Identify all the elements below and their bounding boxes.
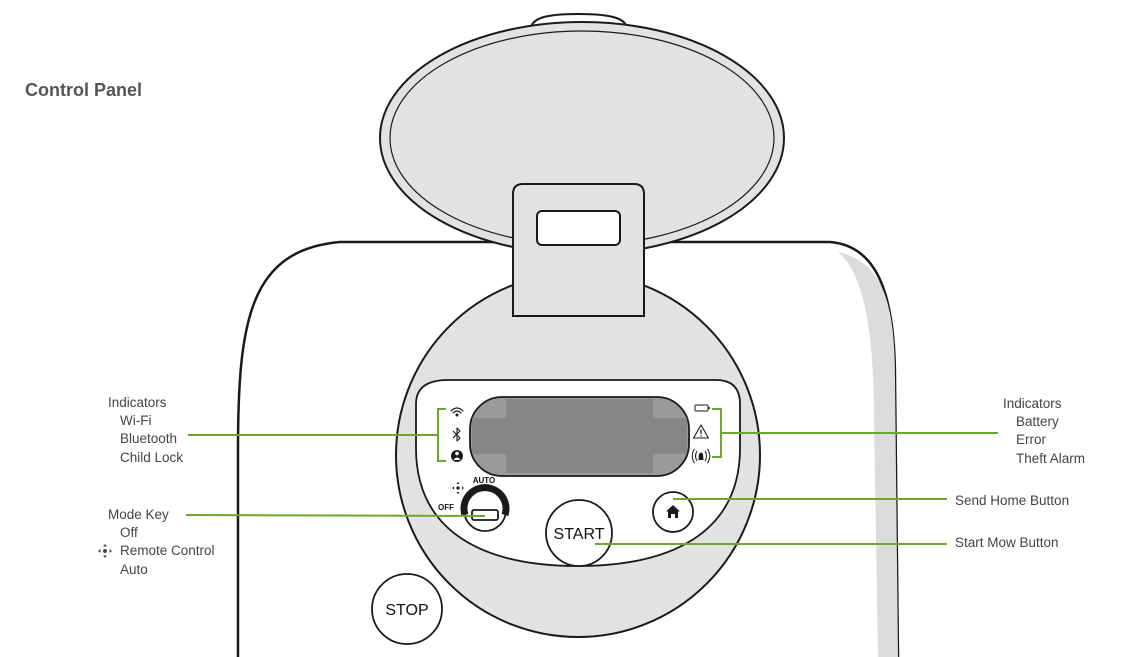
- lid-latch: [512, 183, 645, 317]
- remote-control-label-icon: [98, 544, 112, 558]
- theft-alarm-icon: [691, 448, 711, 464]
- error-icon: [692, 424, 710, 439]
- left-indicators-heading: Indicators: [108, 395, 167, 410]
- display-segments-mid: [472, 418, 687, 454]
- label-off: Off: [120, 525, 138, 540]
- remote-control-icon: [452, 482, 464, 494]
- bluetooth-icon: [452, 427, 461, 442]
- battery-icon: [694, 404, 710, 412]
- body-side-shading: [838, 252, 898, 657]
- page-title: Control Panel: [25, 80, 143, 100]
- dial-label-auto: AUTO: [473, 476, 496, 485]
- label-child-lock: Child Lock: [120, 450, 184, 465]
- start-button-label: START: [554, 526, 605, 543]
- label-theft-alarm: Theft Alarm: [1016, 451, 1086, 466]
- mode-key-dial-ring: [460, 484, 510, 517]
- label-send-home-button: Send Home Button: [955, 493, 1070, 508]
- label-start-mow-button: Start Mow Button: [955, 535, 1059, 550]
- right-indicators-heading: Indicators: [1003, 396, 1062, 411]
- label-error: Error: [1016, 432, 1046, 447]
- start-button[interactable]: [545, 499, 613, 567]
- label-wifi: Wi-Fi: [120, 413, 152, 428]
- home-icon: [666, 505, 680, 518]
- latch-slot: [536, 210, 621, 246]
- label-remote-control: Remote Control: [120, 543, 215, 558]
- leader-lines: [185, 408, 998, 545]
- stop-button[interactable]: [371, 573, 443, 645]
- dial-label-off: OFF: [438, 503, 454, 512]
- label-battery: Battery: [1016, 414, 1059, 429]
- mode-key-leader: [185, 514, 486, 517]
- label-auto: Auto: [120, 562, 148, 577]
- stop-button-label: STOP: [385, 602, 428, 619]
- mode-key-heading: Mode Key: [108, 507, 169, 522]
- child-lock-icon: [451, 450, 463, 462]
- wifi-icon: [450, 407, 464, 417]
- label-bluetooth: Bluetooth: [120, 431, 178, 446]
